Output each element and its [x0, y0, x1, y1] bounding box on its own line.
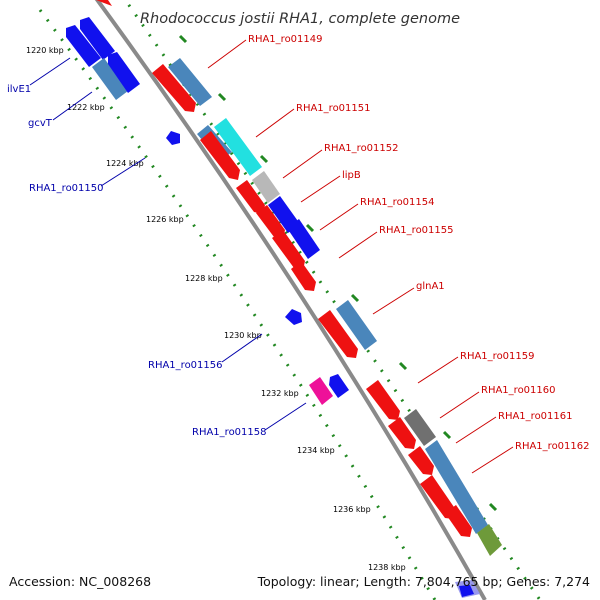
label-ro01162[interactable]: RHA1_ro01162: [515, 441, 590, 452]
label-ro01150[interactable]: RHA1_ro01150: [29, 183, 104, 194]
label-ro01160[interactable]: RHA1_ro01160: [481, 385, 556, 396]
label-ro01158[interactable]: RHA1_ro01158: [192, 427, 267, 438]
cds-ro01155[interactable]: [287, 219, 320, 259]
cds-ro01149[interactable]: [152, 64, 196, 112]
cds-ro01162-b[interactable]: [445, 505, 472, 537]
label-lipB[interactable]: lipB: [342, 170, 361, 181]
kbp-1222: 1222 kbp: [67, 103, 105, 112]
cds-glnA1[interactable]: [318, 310, 358, 358]
label-ro01155[interactable]: RHA1_ro01155: [379, 225, 454, 236]
label-ro01149[interactable]: RHA1_ro01149: [248, 34, 323, 45]
cds-gcvT[interactable]: [108, 52, 140, 93]
cds-gcvT-steel[interactable]: [92, 58, 128, 100]
kbp-1228: 1228 kbp: [185, 274, 223, 283]
kbp-1236: 1236 kbp: [333, 505, 371, 514]
reverse-leaders: [29, 57, 307, 431]
label-ro01154[interactable]: RHA1_ro01154: [360, 197, 435, 208]
label-ro01152[interactable]: RHA1_ro01152: [324, 143, 399, 154]
kbp-labels: 1220 kbp 1222 kbp 1224 kbp 1226 kbp 1228…: [26, 46, 406, 572]
cds-ro01152-cyan[interactable]: [214, 118, 262, 176]
forward-leaders: [207, 39, 514, 474]
cds-ro01158[interactable]: [329, 374, 349, 398]
genome-summary-text: Topology: linear; Length: 7,804,765 bp; …: [257, 574, 590, 589]
cds-bottom-blue[interactable]: [459, 585, 474, 597]
kbp-1224: 1224 kbp: [106, 159, 144, 168]
backbone-ticks: [178, 34, 498, 512]
cds-glnA1-steel[interactable]: [336, 300, 377, 350]
kbp-1238: 1238 kbp: [368, 563, 406, 572]
cds-ro01156[interactable]: [285, 309, 302, 325]
kbp-1220: 1220 kbp: [26, 46, 64, 55]
label-ro01159[interactable]: RHA1_ro01159: [460, 351, 535, 362]
cds-ro01154[interactable]: [268, 196, 300, 233]
map-title: Rhodococcus jostii RHA1, complete genome: [140, 11, 460, 27]
cds-ro01155-b[interactable]: [291, 261, 316, 291]
cds-ro01149-steel[interactable]: [168, 58, 212, 106]
accession-text: Accession: NC_008268: [9, 574, 151, 589]
reverse-gene-labels: ilvE1 gcvT RHA1_ro01150 RHA1_ro01156 RHA…: [7, 84, 267, 438]
label-ro01151[interactable]: RHA1_ro01151: [296, 103, 371, 114]
cds-ro01150[interactable]: [166, 131, 180, 145]
cds-lipB[interactable]: [236, 180, 265, 214]
cds-ro01160[interactable]: [388, 417, 416, 449]
kbp-1226: 1226 kbp: [146, 215, 184, 224]
cds-lipB-gray[interactable]: [252, 171, 280, 203]
kbp-1230: 1230 kbp: [224, 331, 262, 340]
reverse-features: [66, 17, 349, 405]
outer-guide-dots: [123, 0, 542, 600]
cds-ro01154-red[interactable]: [256, 205, 285, 239]
cds-top-red[interactable]: [96, 0, 112, 6]
cds-ro01160-darkgray[interactable]: [404, 409, 436, 446]
cds-ro01162[interactable]: [420, 475, 456, 519]
label-ro01156[interactable]: RHA1_ro01156: [148, 360, 223, 371]
cds-ro01161[interactable]: [408, 446, 434, 475]
cds-ro01158-magenta[interactable]: [309, 377, 333, 405]
kbp-1232: 1232 kbp: [261, 389, 299, 398]
inner-guide-dots: [38, 9, 437, 600]
forward-gene-labels: RHA1_ro01149 RHA1_ro01151 RHA1_ro01152 l…: [248, 34, 590, 452]
label-ro01161[interactable]: RHA1_ro01161: [498, 411, 573, 422]
cds-ro01159[interactable]: [366, 380, 400, 420]
label-gcvT[interactable]: gcvT: [28, 118, 53, 129]
kbp-1234: 1234 kbp: [297, 446, 335, 455]
forward-features: [96, 0, 502, 598]
cds-ro01161-steel[interactable]: [425, 440, 488, 534]
cds-ilvE1-blue-a[interactable]: [66, 25, 101, 67]
cds-ro01155-red[interactable]: [272, 230, 305, 270]
genome-backbone: [94, 0, 487, 600]
cds-ro01151[interactable]: [200, 131, 240, 180]
cds-olive[interactable]: [477, 524, 502, 556]
label-glnA1[interactable]: glnA1: [416, 281, 445, 292]
cds-ilvE1-blue-b[interactable]: [80, 17, 115, 60]
label-ilvE1[interactable]: ilvE1: [7, 84, 31, 95]
